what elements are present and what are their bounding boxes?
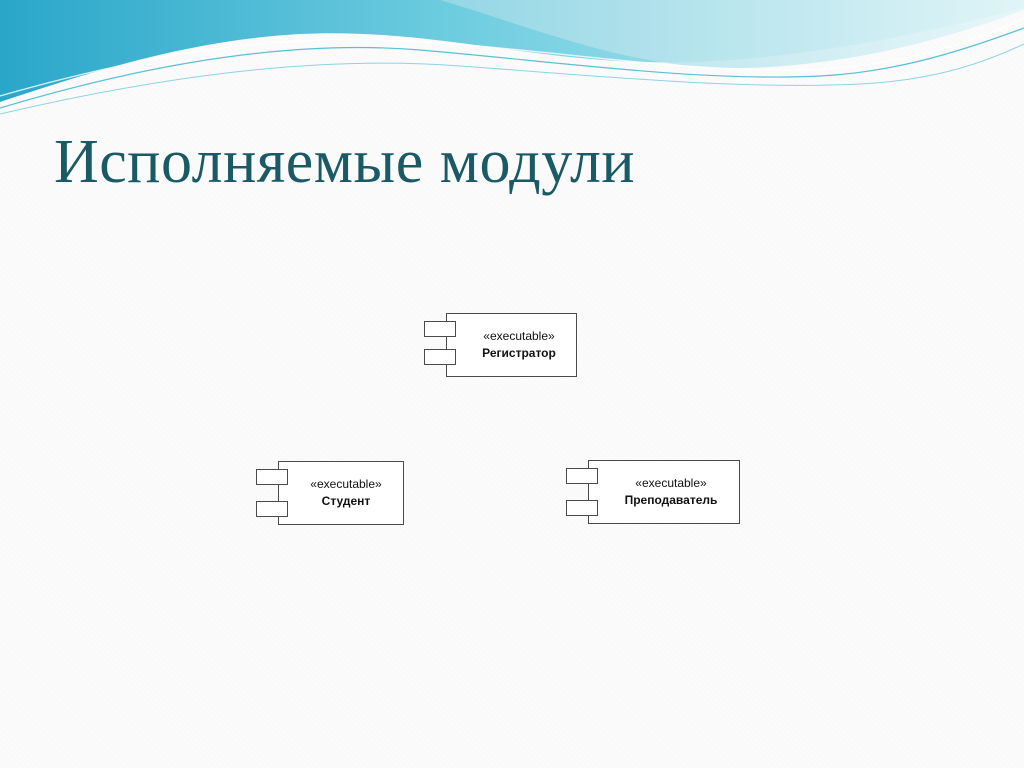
component-body bbox=[278, 461, 404, 525]
component-tab-bottom bbox=[424, 349, 456, 365]
component-registrator: «executable» Регистратор bbox=[424, 313, 577, 377]
component-tab-top bbox=[424, 321, 456, 337]
wave-line-2 bbox=[0, 43, 1024, 115]
wave-band-light bbox=[440, 0, 1024, 69]
component-stereotype: «executable» bbox=[635, 476, 707, 490]
decorative-wave-header bbox=[0, 0, 1024, 115]
component-name: Преподаватель bbox=[624, 493, 718, 507]
component-label: «executable» Студент bbox=[296, 476, 396, 510]
component-stereotype: «executable» bbox=[483, 329, 555, 343]
component-tab-top bbox=[566, 468, 598, 484]
wave-line-3 bbox=[0, 17, 1024, 97]
component-tab-top bbox=[256, 469, 288, 485]
component-name: Студент bbox=[321, 494, 371, 508]
component-student: «executable» Студент bbox=[256, 461, 404, 525]
component-body bbox=[446, 313, 577, 377]
component-tab-bottom bbox=[566, 500, 598, 516]
component-tab-bottom bbox=[256, 501, 288, 517]
component-label: «executable» Преподаватель bbox=[610, 475, 732, 509]
component-name: Регистратор bbox=[482, 346, 556, 360]
component-teacher: «executable» Преподаватель bbox=[566, 460, 740, 524]
wave-line-1 bbox=[0, 27, 1024, 109]
component-body bbox=[588, 460, 740, 524]
component-stereotype: «executable» bbox=[310, 477, 382, 491]
component-label: «executable» Регистратор bbox=[468, 328, 570, 362]
slide-title: Исполняемые модули bbox=[54, 128, 636, 196]
